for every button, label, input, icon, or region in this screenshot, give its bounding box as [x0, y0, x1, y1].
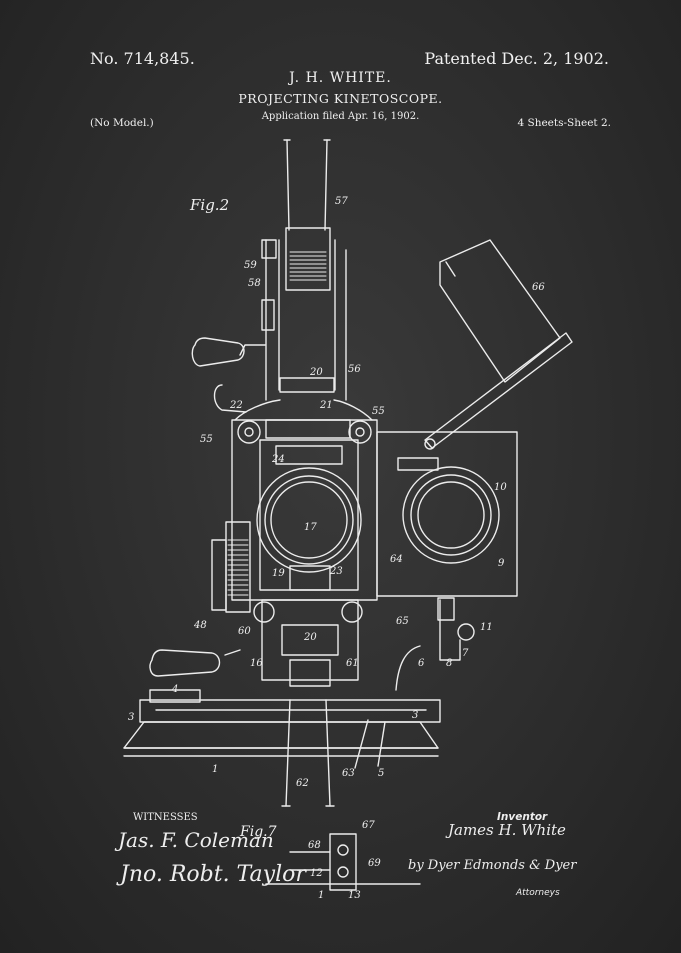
numeral-23: 23	[329, 566, 343, 577]
inventor-label: Inventor	[497, 811, 548, 823]
numeral-1-fig7: 1	[318, 890, 324, 901]
numeral-3-right: 3	[412, 710, 418, 721]
numeral-56: 56	[348, 364, 361, 375]
numeral-11: 11	[480, 622, 493, 633]
numeral-10: 10	[494, 482, 507, 493]
numeral-68: 68	[308, 840, 321, 851]
numeral-12: 12	[310, 868, 323, 879]
numeral-67: 67	[362, 820, 375, 831]
numeral-61: 61	[346, 658, 359, 669]
numeral-20: 20	[309, 367, 323, 378]
numeral-66: 66	[532, 282, 545, 293]
fig2-label: Fig.2	[189, 196, 229, 214]
witnesses-label: WITNESSES	[133, 812, 198, 823]
numeral-5: 5	[378, 768, 384, 779]
numeral-48: 48	[193, 620, 207, 631]
numeral-22: 22	[229, 400, 243, 411]
patent-number: No. 714,845.	[90, 49, 195, 68]
numeral-59: 59	[244, 260, 257, 271]
numeral-62: 62	[296, 778, 309, 789]
inventor-heading: J. H. WHITE.	[289, 70, 392, 86]
numeral-17: 17	[304, 522, 317, 533]
numeral-57: 57	[335, 196, 348, 207]
witness-signature-2: Jno. Robt. Taylor	[120, 862, 306, 887]
numeral-55-right: 55	[372, 406, 385, 417]
numeral-58: 58	[248, 278, 261, 289]
patent-date: Patented Dec. 2, 1902.	[424, 49, 609, 68]
numeral-1: 1	[212, 764, 218, 775]
attorney-signature: by Dyer Edmonds & Dyer	[408, 858, 577, 873]
numeral-6: 6	[418, 658, 425, 669]
numeral-16: 16	[250, 658, 263, 669]
numeral-55-left: 55	[200, 434, 213, 445]
no-model-note: (No Model.)	[90, 117, 154, 129]
numeral-19: 19	[272, 568, 285, 579]
fig7-label: Fig.7	[239, 824, 277, 840]
numeral-13: 13	[348, 890, 361, 901]
numeral-3-left: 3	[128, 712, 134, 723]
numeral-8: 8	[446, 658, 452, 669]
numeral-60: 60	[238, 626, 251, 637]
numeral-64: 64	[390, 554, 403, 565]
inventor-signature: James H. White	[448, 821, 566, 839]
numeral-65: 65	[396, 616, 409, 627]
numeral-9: 9	[498, 558, 505, 569]
patent-title: PROJECTING KINETOSCOPE.	[238, 91, 443, 106]
numeral-63: 63	[342, 768, 355, 779]
sheet-count: 4 Sheets-Sheet 2.	[517, 117, 611, 129]
witness-signature-1: Jas. F. Coleman	[118, 828, 274, 852]
attorneys-label: Attorneys	[516, 888, 560, 898]
numeral-69: 69	[368, 858, 381, 869]
application-date: Application filed Apr. 16, 1902.	[261, 111, 420, 122]
numeral-20-lower: 20	[303, 632, 317, 643]
numeral-4: 4	[171, 684, 178, 695]
numeral-21: 21	[319, 400, 333, 411]
numeral-24: 24	[271, 454, 285, 465]
numeral-7: 7	[462, 648, 469, 659]
